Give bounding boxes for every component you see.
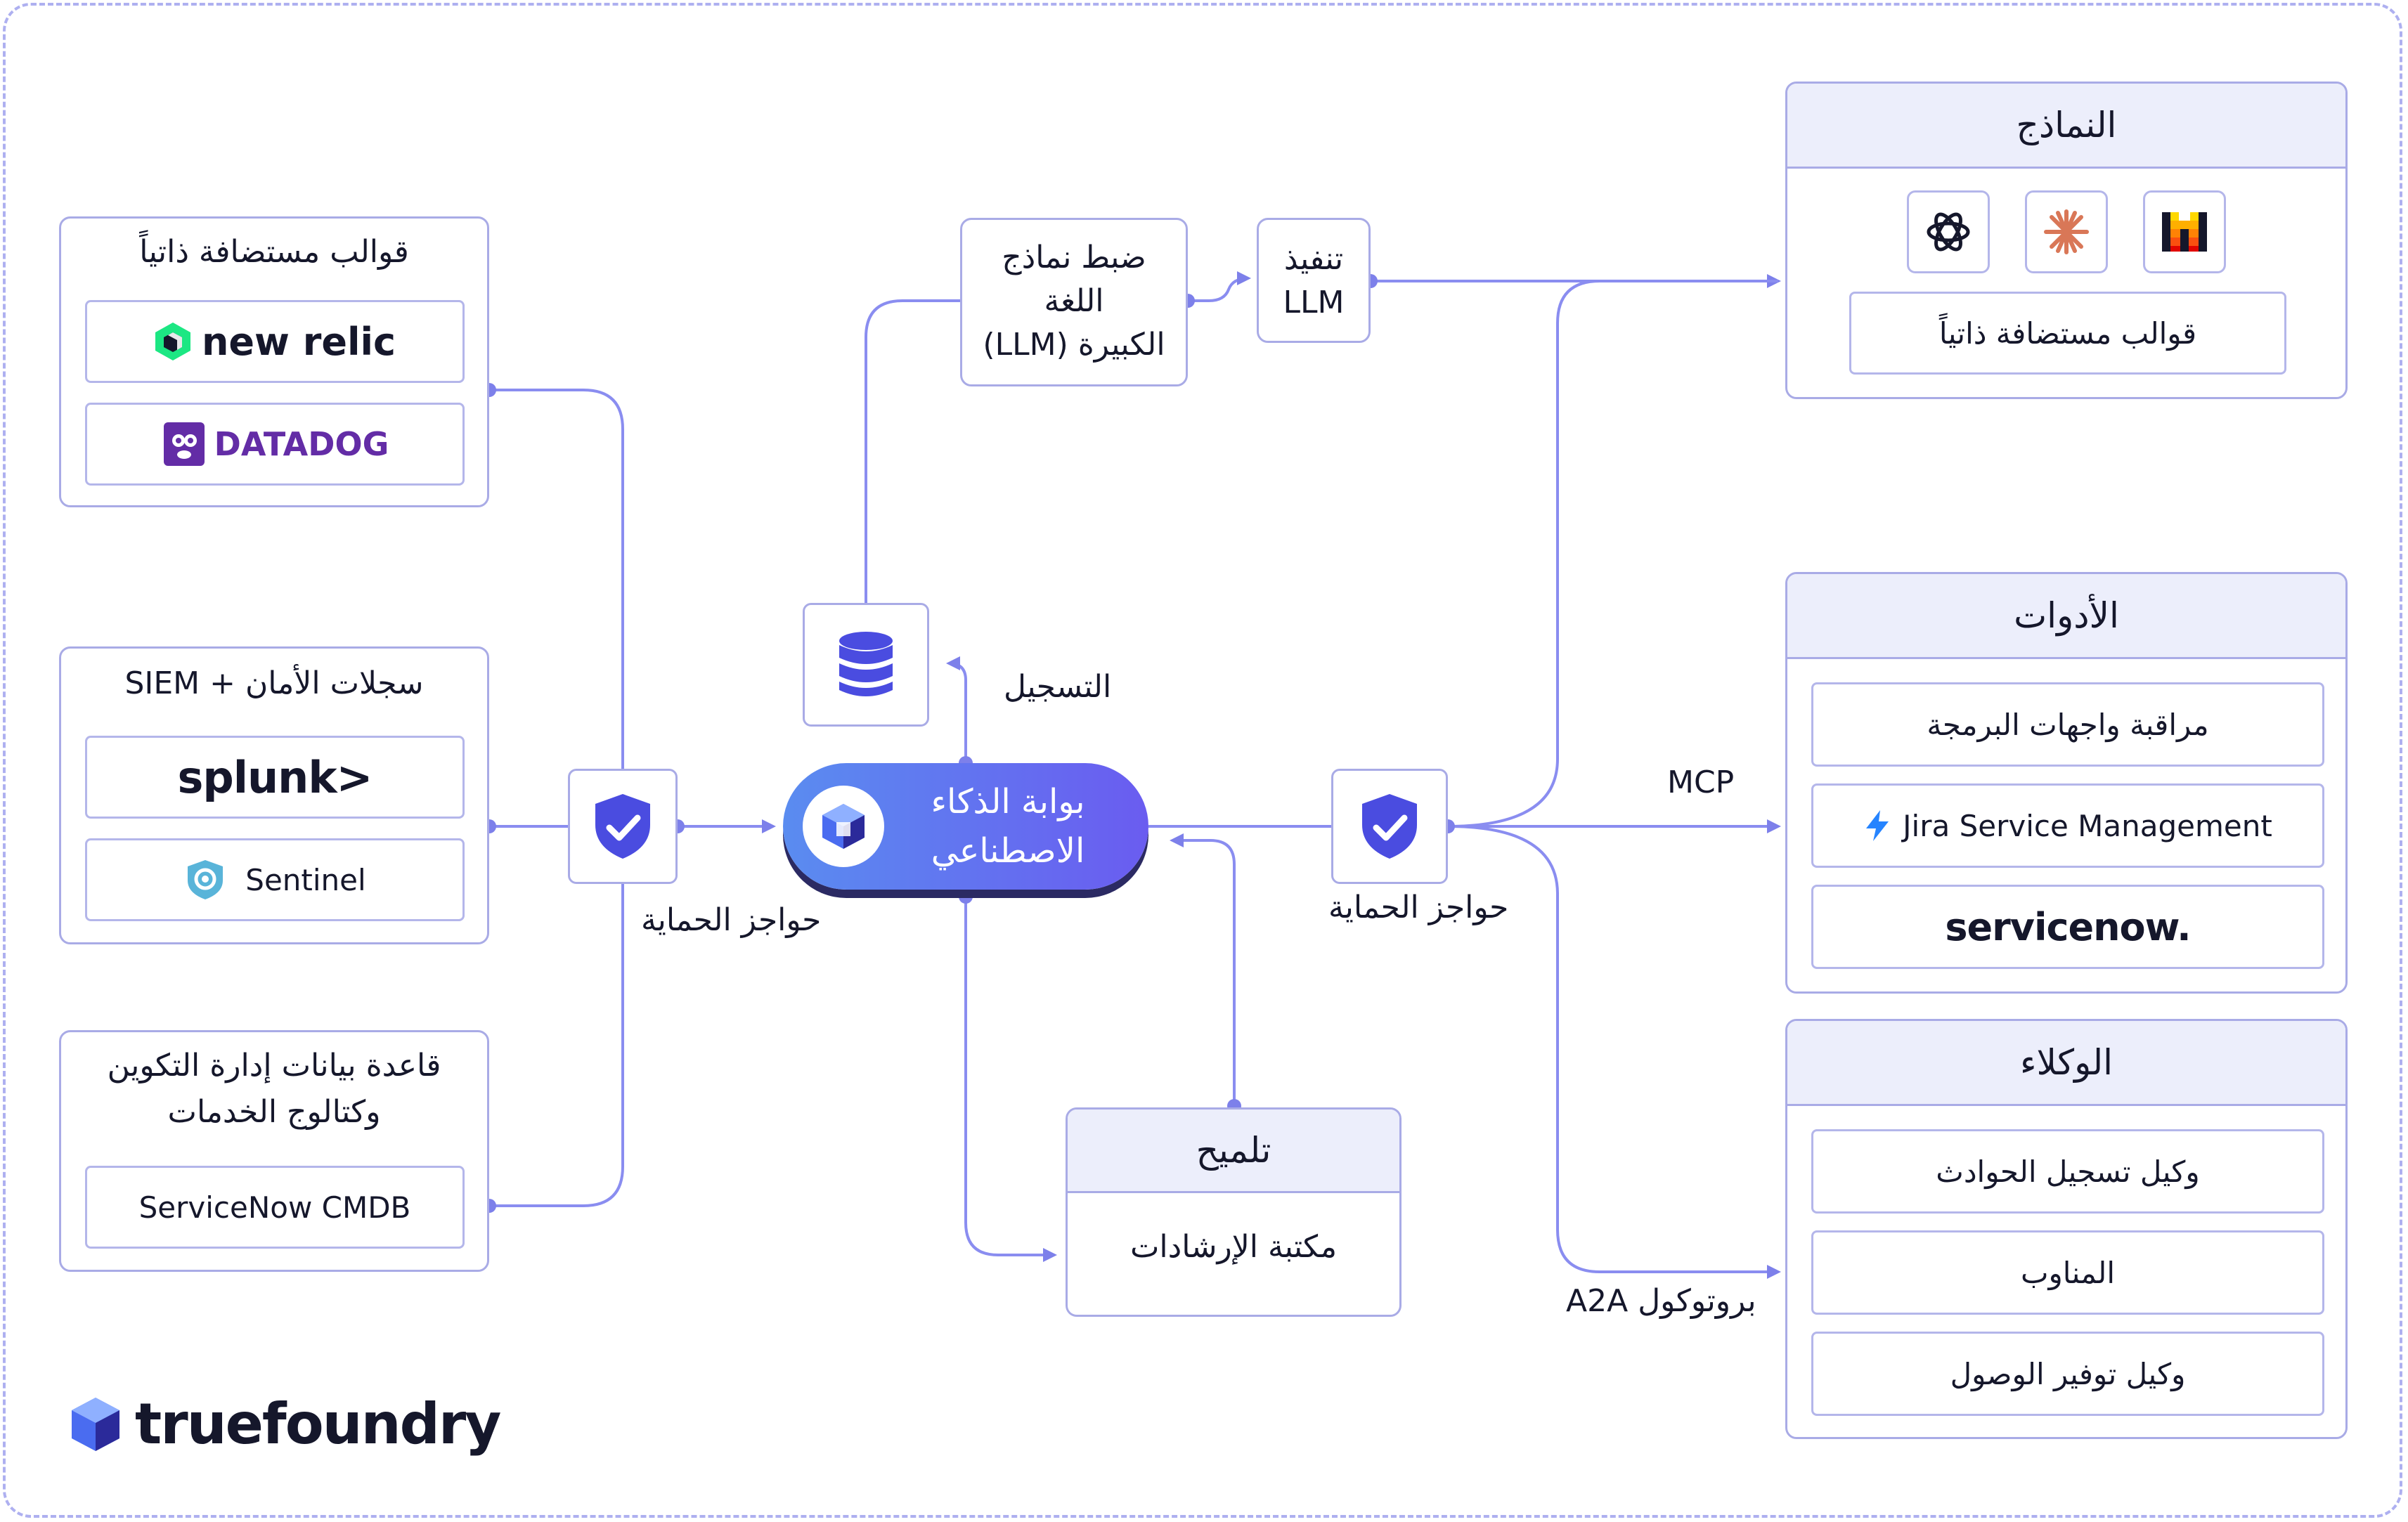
models-hosted-label: قوالب مستضافة ذاتياً <box>1938 316 2197 351</box>
left-templates-title: قوالب مستضافة ذاتياً <box>139 234 409 270</box>
a2a-label: A2A بروتوكول <box>1566 1283 1756 1319</box>
newrelic-label: new relic <box>201 319 396 364</box>
models-hosted-card[interactable]: قوالب مستضافة ذاتياً <box>1849 292 2286 375</box>
left-security-panel: سجلات الأمان + SIEM splunk> Sentinel <box>59 646 489 944</box>
left-guardrail-label: حواجز الحماية <box>641 902 822 938</box>
mistral-tile[interactable] <box>2143 190 2226 273</box>
anthropic-tile[interactable] <box>2025 190 2108 273</box>
splunk-label: splunk> <box>177 751 373 803</box>
ai-gateway-node: بوابة الذكاء الاصطناعي <box>783 763 1148 890</box>
logging-db-node <box>803 603 929 727</box>
models-title: النماذج <box>1787 84 2345 169</box>
newrelic-card[interactable]: new relic <box>85 300 465 383</box>
finetune-line3: الكبيرة (LLM) <box>983 327 1165 363</box>
hint-body: مكتبة الإرشادات <box>1129 1229 1338 1265</box>
servicenow-label: servicenow. <box>1945 904 2191 949</box>
left-templates-panel: قوالب مستضافة ذاتياً new relic DATADOG <box>59 216 489 507</box>
brand-wordmark: truefoundry <box>135 1391 501 1457</box>
sentinel-icon <box>188 860 224 899</box>
servicenow-cmdb-card[interactable]: ServiceNow CMDB <box>85 1166 465 1249</box>
agents-title: الوكلاء <box>1787 1021 2345 1106</box>
oncall-agent-label: المناوب <box>2020 1255 2116 1290</box>
hint-title: تلميح <box>1068 1110 1399 1193</box>
models-panel: النماذج <box>1785 82 2348 399</box>
api-monitoring-label: مراقبة واجهات البرمجة <box>1927 707 2209 742</box>
datadog-icon <box>163 422 205 466</box>
left-guardrail-node <box>568 769 678 884</box>
incident-agent-card[interactable]: وكيل تسجيل الحوادث <box>1811 1129 2324 1214</box>
shield-check-icon <box>1362 794 1417 859</box>
incident-agent-label: وكيل تسجيل الحوادث <box>1936 1154 2200 1189</box>
oncall-agent-card[interactable]: المناوب <box>1811 1230 2324 1315</box>
sentinel-card[interactable]: Sentinel <box>85 838 465 921</box>
llm-exec-line1: تنفيذ <box>1283 241 1344 277</box>
lightning-icon <box>1866 810 1889 841</box>
finetune-line1: ضبط نماذج <box>1002 240 1146 275</box>
truefoundry-brand: truefoundry <box>67 1391 501 1457</box>
splunk-card[interactable]: splunk> <box>85 736 465 819</box>
mistral-icon <box>2162 212 2207 252</box>
right-guardrail-label: حواجز الحماية <box>1328 890 1509 925</box>
servicenow-cmdb-label: ServiceNow CMDB <box>138 1190 411 1225</box>
agents-panel: الوكلاء وكيل تسجيل الحوادث المناوب وكيل … <box>1785 1019 2348 1439</box>
right-guardrail-node <box>1331 769 1448 884</box>
access-agent-card[interactable]: وكيل توفير الوصول <box>1811 1332 2324 1416</box>
datadog-card[interactable]: DATADOG <box>85 403 465 486</box>
access-agent-label: وكيل توفير الوصول <box>1950 1356 2186 1391</box>
truefoundry-brand-icon <box>72 1397 119 1451</box>
left-cmdb-title-line2: وكتالوج الخدمات <box>167 1094 381 1130</box>
sentinel-label: Sentinel <box>245 862 366 897</box>
llm-exec-node: تنفيذ LLM <box>1257 218 1371 343</box>
finetune-line2: اللغة <box>1044 283 1104 319</box>
finetune-llm-node: ضبط نماذج اللغة الكبيرة (LLM) <box>960 218 1188 386</box>
gateway-label-line2: الاصطناعي <box>931 831 1085 871</box>
diagram-frame <box>3 3 2402 1518</box>
tools-panel: الأدوات مراقبة واجهات البرمجة Jira Servi… <box>1785 572 2348 994</box>
servicenow-card[interactable]: servicenow. <box>1811 885 2324 969</box>
openai-icon <box>1927 212 1970 252</box>
jira-label: Jira Service Management <box>1903 808 2272 843</box>
llm-exec-line2: LLM <box>1283 285 1345 320</box>
newrelic-icon <box>155 323 190 360</box>
anthropic-icon <box>2044 209 2089 254</box>
tools-title: الأدوات <box>1787 574 2345 659</box>
datadog-label: DATADOG <box>214 425 389 463</box>
gateway-label-line1: بوابة الذكاء <box>931 782 1085 821</box>
hint-panel: تلميح مكتبة الإرشادات <box>1066 1107 1402 1317</box>
logging-label: التسجيل <box>1004 669 1112 705</box>
mcp-label: MCP <box>1667 765 1735 800</box>
gateway-logo-circle <box>803 786 884 867</box>
openai-tile[interactable] <box>1907 190 1990 273</box>
left-security-title: سجلات الأمان + SIEM <box>124 665 424 701</box>
truefoundry-logo-icon <box>822 804 865 849</box>
api-monitoring-card[interactable]: مراقبة واجهات البرمجة <box>1811 682 2324 767</box>
shield-check-icon <box>595 794 650 859</box>
jira-card[interactable]: Jira Service Management <box>1811 783 2324 868</box>
database-icon <box>839 632 893 696</box>
left-cmdb-panel: قاعدة بيانات إدارة التكوين وكتالوج الخدم… <box>59 1030 489 1272</box>
left-cmdb-title-line1: قاعدة بيانات إدارة التكوين <box>107 1048 441 1084</box>
